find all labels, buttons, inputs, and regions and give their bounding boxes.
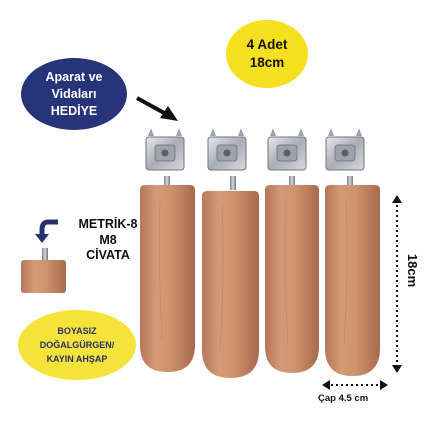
badge-line-3: HEDİYE — [50, 103, 98, 118]
mounting-plate-1 — [145, 128, 185, 171]
badge-line-2: Vidaları — [51, 86, 97, 101]
wooden-leg-1 — [140, 185, 195, 372]
bolt-1 — [164, 176, 170, 190]
height-dimension-line — [392, 195, 402, 373]
width-dimension-line — [322, 380, 388, 390]
quantity-label: 4 Adet — [246, 37, 288, 52]
bolt-spec-line-3: CİVATA — [86, 248, 130, 262]
wooden-leg-2 — [202, 191, 259, 378]
quantity-badge: 4 Adet 18cm — [226, 20, 308, 88]
bolt-4 — [347, 176, 353, 190]
material-badge: BOYASIZ DOĞALGÜRGEN/ KAYIN AHŞAP — [18, 310, 136, 380]
gift-accessories-badge: Aparat ve Vidaları HEDİYE — [21, 58, 127, 130]
bolt-sample — [21, 248, 66, 293]
wooden-leg-4 — [325, 185, 380, 376]
mounting-plate-3 — [267, 128, 307, 171]
curved-arrow-icon — [35, 219, 58, 243]
bolt-spec-label: METRİK-8 M8 CİVATA — [63, 217, 153, 264]
mounting-plate-2 — [207, 128, 247, 171]
diameter-label: Çap 4.5 cm — [318, 393, 369, 404]
wooden-leg-3 — [265, 185, 319, 373]
height-label: 18cm — [405, 253, 421, 287]
material-line-3: KAYIN AHŞAP — [46, 354, 108, 364]
mounting-plate-4 — [325, 128, 365, 171]
bolt-spec-line-2: M8 — [99, 232, 117, 247]
badge-line-1: Aparat ve — [45, 69, 103, 84]
arrow-icon — [136, 96, 178, 121]
material-line-1: BOYASIZ — [57, 326, 97, 336]
bolt-2 — [230, 176, 236, 190]
length-label: 18cm — [249, 55, 285, 70]
bolt-3 — [289, 176, 295, 190]
bolt-spec-line-1: METRİK-8 — [78, 217, 138, 231]
material-line-2: DOĞALGÜRGEN/ — [39, 340, 115, 350]
